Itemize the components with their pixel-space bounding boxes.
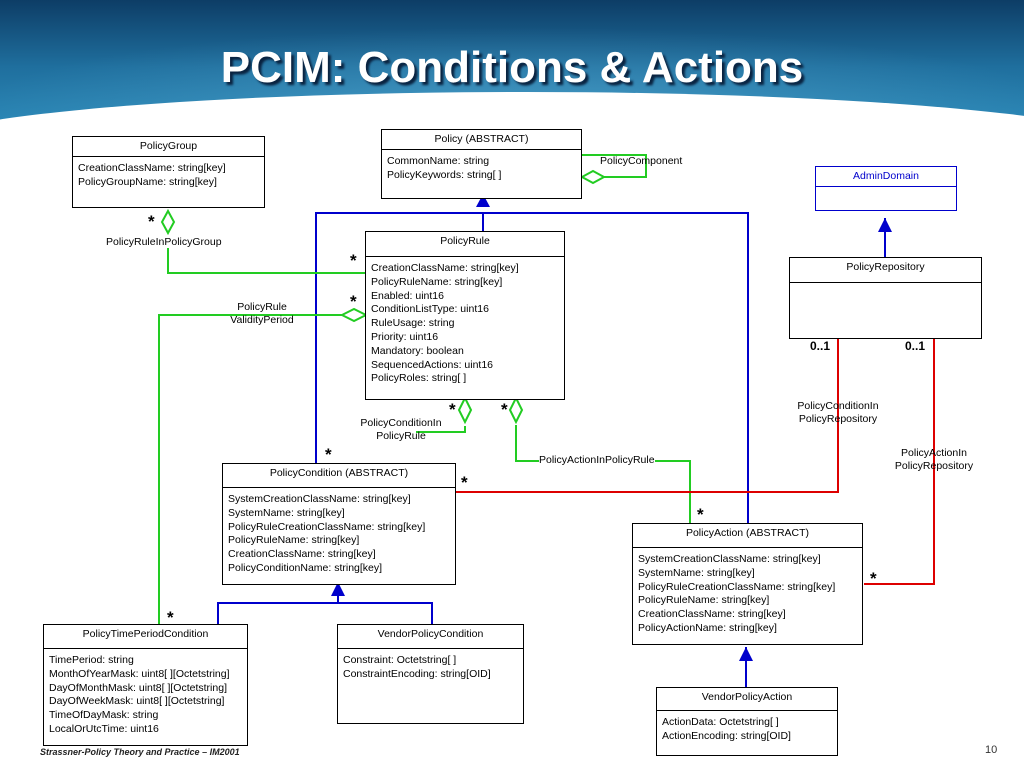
attribute: SystemName: string[key]: [638, 566, 755, 579]
multiplicity-many: *: [461, 473, 468, 492]
class-vendor-policy-condition: VendorPolicyCondition Constraint: Octets…: [337, 624, 524, 724]
attribute: PolicyRuleName: string[key]: [638, 594, 770, 607]
attribute: CreationClassName: string[key]: [371, 262, 519, 274]
class-admin-domain: AdminDomain: [815, 166, 957, 211]
label-line: PolicyActionIn: [901, 447, 967, 459]
attribute: ConditionListType: uint16: [371, 303, 489, 316]
attribute: PolicyKeywords: string[ ]: [387, 168, 502, 181]
attribute: ConstraintEncoding: string[OID]: [343, 667, 491, 680]
multiplicity-many: *: [148, 212, 155, 231]
class-policy-rule: PolicyRule CreationClassName: string[key…: [365, 231, 565, 400]
attribute: LocalOrUtcTime: uint16: [49, 722, 159, 735]
attribute: Enabled: uint16: [371, 289, 444, 302]
multiplicity-many: *: [350, 292, 357, 311]
label-line: PolicyRule: [237, 301, 287, 313]
attribute: CommonName: string: [387, 155, 490, 167]
class-policy-condition: PolicyCondition (ABSTRACT) SystemCreatio…: [222, 463, 456, 585]
multiplicity-many: *: [167, 608, 174, 627]
slide-header: [0, 0, 1024, 122]
assoc-label-policy-action-in-policy-repository: PolicyActionIn PolicyRepository: [887, 447, 981, 473]
assoc-label-policy-rule-in-policy-group: PolicyRuleInPolicyGroup: [106, 236, 222, 248]
attribute: PolicyRuleName: string[key]: [371, 275, 503, 288]
attribute: PolicyRoles: string[ ]: [371, 372, 467, 385]
label-line: PolicyRule: [376, 430, 426, 442]
class-policy: Policy (ABSTRACT) CommonName: string Pol…: [381, 129, 582, 199]
attribute: SystemName: string[key]: [228, 506, 345, 519]
attribute: SystemCreationClassName: string[key]: [228, 493, 411, 505]
assoc-label-policy-condition-in-policy-repository: PolicyConditionIn PolicyRepository: [790, 400, 886, 426]
aggregation-diamonds: [160, 169, 607, 425]
class-name: PolicyAction (ABSTRACT): [633, 524, 862, 548]
attribute: PolicyConditionName: string[key]: [228, 561, 383, 574]
attribute: CreationClassName: string[key]: [78, 162, 226, 174]
multiplicity-zero-or-one: 0..1: [905, 339, 926, 353]
label-line: PolicyRepository: [798, 413, 878, 425]
attribute: SystemCreationClassName: string[key]: [638, 553, 821, 565]
assoc-label-policy-component: PolicyComponent: [600, 155, 683, 167]
multiplicity-many: *: [325, 445, 332, 464]
multiplicity-many: *: [870, 569, 877, 588]
attribute: TimeOfDayMask: string: [49, 709, 159, 722]
class-name: PolicyRepository: [790, 258, 981, 283]
multiplicity-many: *: [350, 251, 357, 270]
label-line: PolicyRepository: [894, 460, 974, 472]
class-name: VendorPolicyCondition: [338, 625, 523, 649]
attribute: RuleUsage: string: [371, 317, 455, 330]
attribute: Constraint: Octetstring[ ]: [343, 654, 457, 666]
multiplicity-many: *: [501, 400, 508, 419]
attribute: CreationClassName: string[key]: [228, 548, 376, 561]
class-name: PolicyRule: [366, 232, 564, 257]
class-name: PolicyTimePeriodCondition: [44, 625, 247, 649]
multiplicity-many: *: [697, 505, 704, 524]
multiplicity-zero-or-one: 0..1: [810, 339, 831, 353]
class-name: AdminDomain: [816, 167, 956, 187]
attribute: DayOfWeekMask: uint8[ ][Octetstring]: [49, 695, 225, 708]
slide-footer: Strassner-Policy Theory and Practice – I…: [40, 747, 240, 757]
class-policy-action: PolicyAction (ABSTRACT) SystemCreationCl…: [632, 523, 863, 645]
label-line: PolicyConditionIn: [797, 400, 879, 412]
inheritance-arrowheads: [331, 194, 892, 661]
class-name: PolicyCondition (ABSTRACT): [223, 464, 455, 488]
class-name: PolicyGroup: [73, 137, 264, 157]
class-vendor-policy-action: VendorPolicyAction ActionData: Octetstri…: [656, 687, 838, 756]
attribute: MonthOfYearMask: uint8[ ][Octetstring]: [49, 667, 230, 680]
repository-association-lines: [455, 334, 935, 585]
attribute: PolicyRuleCreationClassName: string[key]: [638, 580, 836, 593]
class-name: VendorPolicyAction: [657, 688, 837, 711]
class-policy-group: PolicyGroup CreationClassName: string[ke…: [72, 136, 265, 208]
attribute: Mandatory: boolean: [371, 344, 464, 357]
assoc-label-policy-condition-in-policy-rule: PolicyConditionIn PolicyRule: [354, 417, 448, 443]
attribute: Priority: uint16: [371, 330, 439, 343]
attribute: TimePeriod: string: [49, 654, 134, 666]
assoc-label-policy-rule-validity-period: PolicyRule ValidityPeriod: [226, 301, 298, 327]
attribute: CreationClassName: string[key]: [638, 608, 786, 621]
attribute: SequencedActions: uint16: [371, 358, 494, 371]
class-policy-repository: PolicyRepository: [789, 257, 982, 339]
class-name: Policy (ABSTRACT): [382, 130, 581, 150]
assoc-label-policy-action-in-policy-rule: PolicyActionInPolicyRule: [539, 454, 655, 467]
page-number: 10: [985, 744, 998, 756]
slide-title: PCIM: Conditions & Actions: [220, 43, 804, 92]
attribute: PolicyActionName: string[key]: [638, 621, 777, 634]
attribute: PolicyRuleCreationClassName: string[key]: [228, 520, 426, 533]
label-line: PolicyConditionIn: [360, 417, 442, 429]
attribute: ActionEncoding: string[OID]: [662, 729, 791, 742]
attribute: ActionData: Octetstring[ ]: [662, 716, 779, 728]
attribute: DayOfMonthMask: uint8[ ][Octetstring]: [49, 681, 227, 694]
class-policy-time-period-condition: PolicyTimePeriodCondition TimePeriod: st…: [43, 624, 248, 746]
label-line: ValidityPeriod: [230, 314, 294, 326]
attribute: PolicyRuleName: string[key]: [228, 534, 360, 547]
attribute: PolicyGroupName: string[key]: [78, 175, 217, 188]
inheritance-lines: [217, 212, 886, 688]
multiplicity-many: *: [449, 400, 456, 419]
